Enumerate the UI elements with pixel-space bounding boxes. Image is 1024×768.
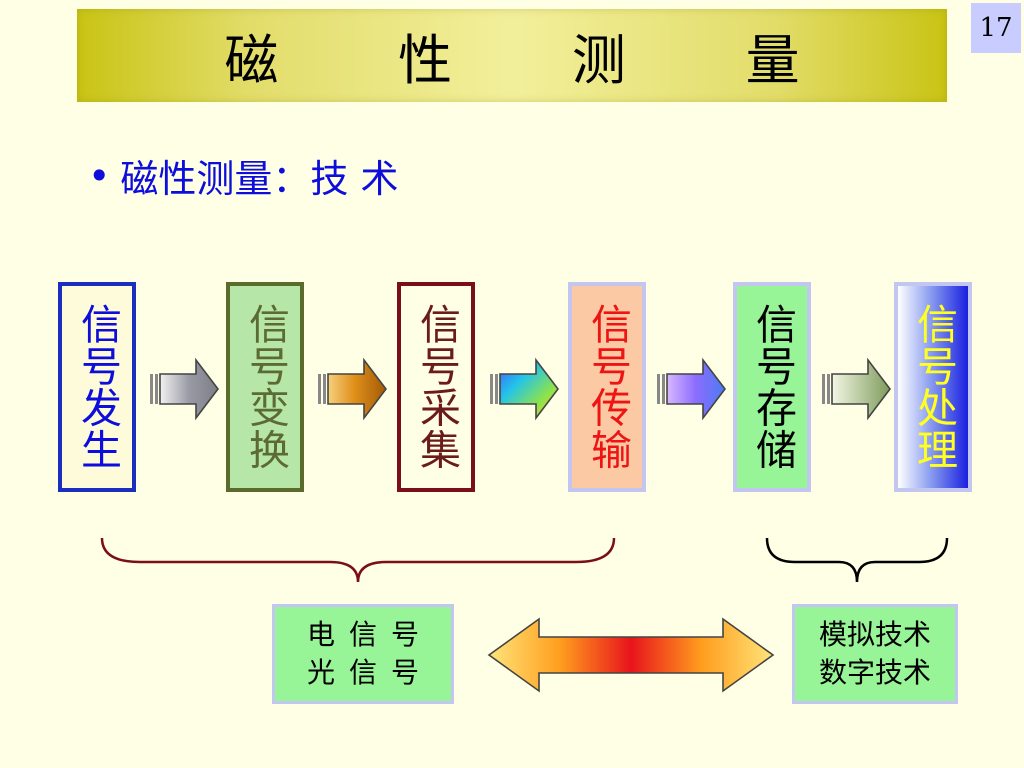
page-number: 17 [971, 3, 1021, 53]
signal-type-box: 电信号 光信号 [272, 604, 454, 704]
info-line: 光信号 [306, 656, 433, 689]
step-label: 信号传输 [583, 303, 632, 471]
flow-arrow-icon [490, 357, 560, 421]
step-box-signal-processing: 信号处理 [894, 282, 972, 492]
step-box-signal-acquisition: 信号采集 [397, 282, 475, 492]
flow-arrow-icon [318, 357, 388, 421]
step-label: 信号采集 [412, 303, 461, 471]
right-brace-icon [765, 537, 949, 583]
info-line: 电信号 [306, 618, 433, 652]
step-box-signal-transmission: 信号传输 [568, 282, 646, 492]
step-label: 信号发生 [73, 303, 122, 471]
left-brace-icon [100, 537, 616, 583]
title-bar: 磁 性 测 量 [77, 9, 947, 102]
step-box-signal-storage: 信号存储 [733, 282, 811, 492]
step-box-signal-generation: 信号发生 [58, 282, 136, 492]
bullet-marker: • [88, 153, 111, 198]
flow-arrow-icon [657, 357, 727, 421]
info-line: 数字技术 [818, 656, 931, 689]
bullet-text: 磁性测量：技 术 [120, 157, 399, 201]
info-line: 模拟技术 [818, 618, 931, 652]
double-arrow-icon [487, 617, 775, 693]
technique-type-box: 模拟技术 数字技术 [792, 604, 958, 704]
flow-arrow-icon [150, 357, 220, 421]
step-box-signal-conversion: 信号变换 [226, 282, 304, 492]
bullet-item: • 磁性测量：技 术 [88, 148, 399, 203]
flow-arrow-icon [822, 357, 892, 421]
step-label: 信号处理 [909, 303, 958, 471]
slide-title: 磁 性 测 量 [224, 29, 851, 92]
step-label: 信号存储 [748, 303, 797, 471]
step-label: 信号变换 [241, 303, 290, 471]
